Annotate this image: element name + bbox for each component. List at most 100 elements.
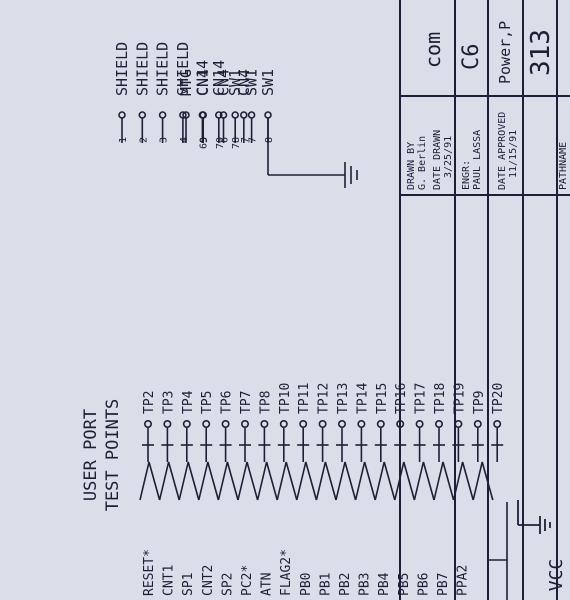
title-block [399, 0, 570, 600]
shield-net-label: SHIELD [154, 42, 172, 96]
title-field-desc: Power,P [496, 21, 514, 84]
connector-contact [256, 461, 278, 501]
signal-label: PB3 [358, 573, 373, 596]
test-point-terminal [163, 419, 172, 428]
title-field-number: 313 [526, 29, 556, 76]
shield-pin-number: 2 [138, 137, 149, 143]
signal-label: PC2* [240, 565, 255, 596]
drawn-by-label: DRAWN BY [406, 142, 417, 190]
connector-contact [296, 461, 318, 501]
test-point-label: TP15 [375, 383, 390, 414]
test-point-label: TP13 [336, 383, 351, 414]
date-drawn-value: 3/25/91 [443, 136, 454, 178]
shield-pin-number: 6 [220, 137, 231, 143]
signal-label: SP1 [181, 573, 196, 596]
shield-pin-terminal [138, 111, 147, 119]
signal-label: PB2 [338, 573, 353, 596]
mount-pin-number: 8 [264, 137, 275, 143]
shield-pin-number: 5 [199, 137, 210, 143]
date-drawn-label: DATE DRAWN [432, 130, 443, 190]
mount-pin-number: 70 [215, 137, 226, 149]
ground-symbol [517, 500, 551, 534]
shield-net-label: SHIELD [174, 42, 192, 96]
mount-pin-number: 69 [198, 137, 209, 149]
signal-label: RESET* [142, 549, 157, 596]
mount-pin-terminal [247, 111, 256, 119]
shield-pin-terminal [118, 111, 126, 119]
signal-label: PB1 [318, 573, 333, 596]
connector-contact [354, 461, 376, 501]
test-point-terminal [144, 419, 153, 428]
shield-pin-terminal [240, 111, 248, 119]
connector-contact [335, 461, 357, 501]
drawn-by-value: G. Berlin [417, 136, 428, 190]
section-title-line2: TEST POINTS [103, 399, 123, 512]
test-point-label: TP8 [258, 391, 273, 414]
engr-label: ENGR: [461, 160, 472, 190]
connector-contact [374, 461, 396, 501]
test-point-label: TP9 [472, 391, 487, 414]
test-point-terminal [202, 419, 211, 428]
right-bus [267, 118, 358, 188]
mount-pin-terminal [182, 111, 190, 119]
shield-net-label: CN4 [215, 69, 233, 96]
signal-label: ATN [260, 573, 275, 596]
title-field-company: com [421, 32, 445, 68]
connector-contact [394, 461, 416, 501]
mount-net-label: MTG [177, 69, 195, 96]
mount-net-label: SW1 [243, 69, 261, 96]
test-point-label: TP14 [355, 383, 370, 414]
mount-net-label: CN14 [210, 60, 228, 96]
shield-pin-terminal [179, 111, 187, 119]
shield-net-label: SHIELD [133, 42, 151, 96]
test-point-terminal [415, 419, 424, 428]
test-point-pins [142, 419, 504, 462]
test-point-label: TP5 [200, 391, 215, 414]
test-point-terminal [473, 419, 482, 428]
test-point-label: TP10 [278, 383, 293, 414]
test-point-label: TP4 [181, 390, 196, 414]
test-point-label: TP18 [433, 383, 448, 414]
test-point-label: TP11 [297, 383, 312, 414]
test-point-terminal [357, 419, 366, 428]
test-point-terminal [318, 419, 327, 428]
test-point-terminal [221, 419, 230, 428]
user-port-connector [139, 461, 494, 501]
signal-label: PB7 [436, 573, 451, 596]
test-point-terminal [434, 419, 443, 428]
signal-label: SP2 [220, 573, 235, 596]
shield-net-label: CN4 [194, 69, 212, 96]
test-point-label: TP6 [220, 391, 235, 414]
mount-net-label: SW1 [259, 69, 277, 96]
mount-connector-pins [182, 111, 272, 143]
connector-contact [237, 461, 259, 501]
connector-contact [139, 461, 161, 501]
pathname-label: PATHNAME [558, 142, 569, 190]
connector-contact [178, 461, 200, 501]
shield-net-label: SHIELD [113, 42, 131, 96]
shield-pin-number: 7 [240, 137, 251, 143]
title-field-part: C6 [459, 44, 484, 71]
signal-label: PB0 [299, 573, 314, 596]
mount-pin-terminal [231, 111, 239, 119]
signal-label: CNT2 [201, 565, 216, 596]
signal-label: CNT1 [162, 565, 177, 596]
test-point-label: TP20 [491, 383, 506, 414]
test-point-label: TP3 [161, 391, 176, 414]
connector-contact [452, 461, 474, 501]
test-point-label: TP16 [394, 383, 409, 414]
connector-contact [198, 461, 220, 501]
signal-label: PB4 [377, 572, 392, 596]
signal-label: PPA2 [456, 565, 471, 596]
test-point-terminal [337, 419, 346, 428]
mount-net-label: SW1 [226, 69, 244, 96]
test-point-terminal [241, 419, 250, 428]
test-point-label: TP2 [142, 391, 157, 414]
mount-pin-number: 7 [248, 137, 259, 143]
test-point-terminal [279, 419, 288, 428]
test-point-terminal [260, 419, 269, 428]
connector-contact [217, 461, 239, 501]
shield-pin-number: 3 [159, 137, 170, 143]
